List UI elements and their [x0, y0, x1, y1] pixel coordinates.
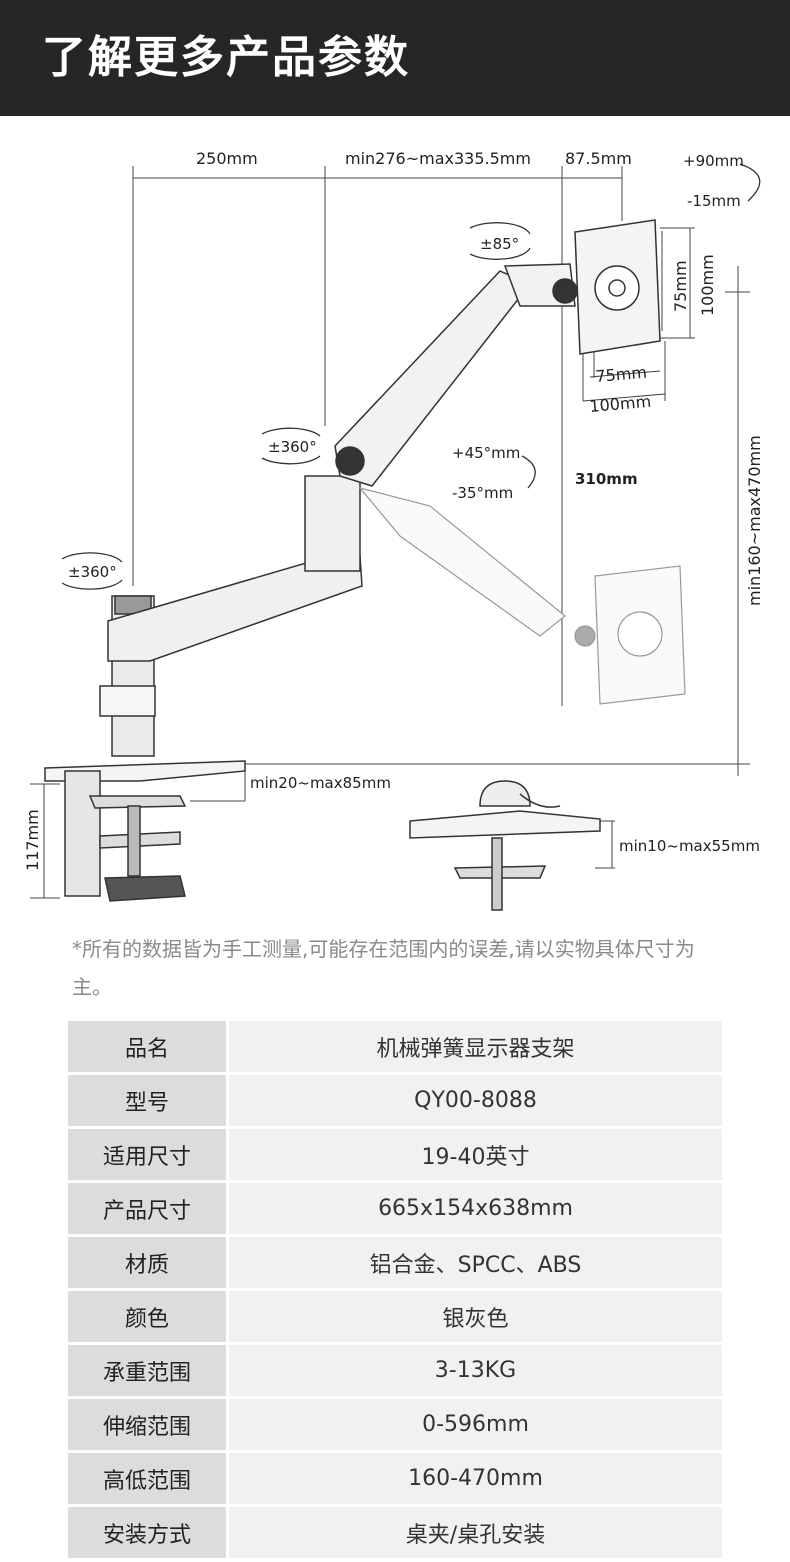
dim-arm-down: -35°mm	[452, 484, 513, 502]
table-row: 安装方式 桌夹/桌孔安装	[68, 1507, 722, 1561]
dim-clamp-thickness: min20~max85mm	[250, 774, 391, 792]
dim-rot360-top: ±360°	[268, 438, 317, 456]
page-title: 了解更多产品参数	[42, 32, 410, 83]
spec-value: 铝合金、SPCC、ABS	[226, 1237, 722, 1291]
spec-key: 型号	[68, 1075, 226, 1129]
upper-arm-ghost	[358, 486, 596, 647]
desk-clamp	[44, 760, 246, 902]
measurement-note: *所有的数据皆为手工测量,可能存在范围内的误差,请以实物具体尺寸为主。	[72, 937, 695, 999]
lower-arm	[107, 475, 363, 662]
dim-rot85: ±85°	[480, 235, 519, 253]
spec-key: 伸缩范围	[68, 1399, 226, 1453]
dim-vesa100-v: 100mm	[698, 254, 717, 316]
table-row: 高低范围 160-470mm	[68, 1453, 722, 1507]
dim-vesa75-h: 75mm	[595, 363, 648, 386]
rotation-arcs	[61, 163, 761, 590]
spec-value: 19-40英寸	[226, 1129, 722, 1183]
spec-value: 银灰色	[226, 1291, 722, 1345]
dim-250: 250mm	[196, 149, 258, 168]
spec-value: 160-470mm	[226, 1453, 722, 1507]
dim-87: 87.5mm	[565, 149, 632, 168]
dim-vesa75-v: 75mm	[671, 260, 690, 312]
dim-tilt-down: -15mm	[687, 192, 741, 210]
header-bar: 了解更多产品参数	[0, 0, 790, 116]
spec-table: 品名 机械弹簧显示器支架 型号 QY00-8088 适用尺寸 19-40英寸 产…	[68, 1021, 722, 1561]
table-row: 产品尺寸 665x154x638mm	[68, 1183, 722, 1237]
spec-key: 产品尺寸	[68, 1183, 226, 1237]
spec-key: 安装方式	[68, 1507, 226, 1561]
table-row: 型号 QY00-8088	[68, 1075, 722, 1129]
dim-310: 310mm	[575, 470, 638, 488]
vesa-plate-ghost	[594, 565, 686, 705]
table-row: 颜色 银灰色	[68, 1291, 722, 1345]
dim-clamp-height: 117mm	[23, 809, 42, 871]
spec-value: 桌夹/桌孔安装	[226, 1507, 722, 1561]
dimension-diagram: 250mm min276~max335.5mm 87.5mm +90mm -15…	[0, 116, 790, 926]
spec-key: 材质	[68, 1237, 226, 1291]
dim-rot360-base: ±360°	[68, 563, 117, 581]
spec-value: 665x154x638mm	[226, 1183, 722, 1237]
vesa-plate	[574, 219, 661, 355]
upper-arm	[334, 263, 578, 487]
spec-key: 适用尺寸	[68, 1129, 226, 1183]
spec-value: 0-596mm	[226, 1399, 722, 1453]
spec-value: QY00-8088	[226, 1075, 722, 1129]
dim-height: min160~max470mm	[745, 435, 764, 606]
dim-grommet: min10~max55mm	[619, 837, 760, 855]
dim-vesa100-h: 100mm	[589, 392, 652, 416]
table-row: 伸缩范围 0-596mm	[68, 1399, 722, 1453]
table-row: 品名 机械弹簧显示器支架	[68, 1021, 722, 1075]
dim-min276: min276~max335.5mm	[345, 149, 531, 168]
spec-value: 3-13KG	[226, 1345, 722, 1399]
spec-key: 高低范围	[68, 1453, 226, 1507]
spec-key: 承重范围	[68, 1345, 226, 1399]
grommet-mount	[409, 780, 601, 911]
table-row: 承重范围 3-13KG	[68, 1345, 722, 1399]
table-row: 适用尺寸 19-40英寸	[68, 1129, 722, 1183]
dim-tilt-up: +90mm	[683, 152, 744, 170]
spec-key: 颜色	[68, 1291, 226, 1345]
table-row: 材质 铝合金、SPCC、ABS	[68, 1237, 722, 1291]
spec-value: 机械弹簧显示器支架	[226, 1021, 722, 1075]
dim-arm-up: +45°mm	[452, 444, 520, 462]
spec-key: 品名	[68, 1021, 226, 1075]
